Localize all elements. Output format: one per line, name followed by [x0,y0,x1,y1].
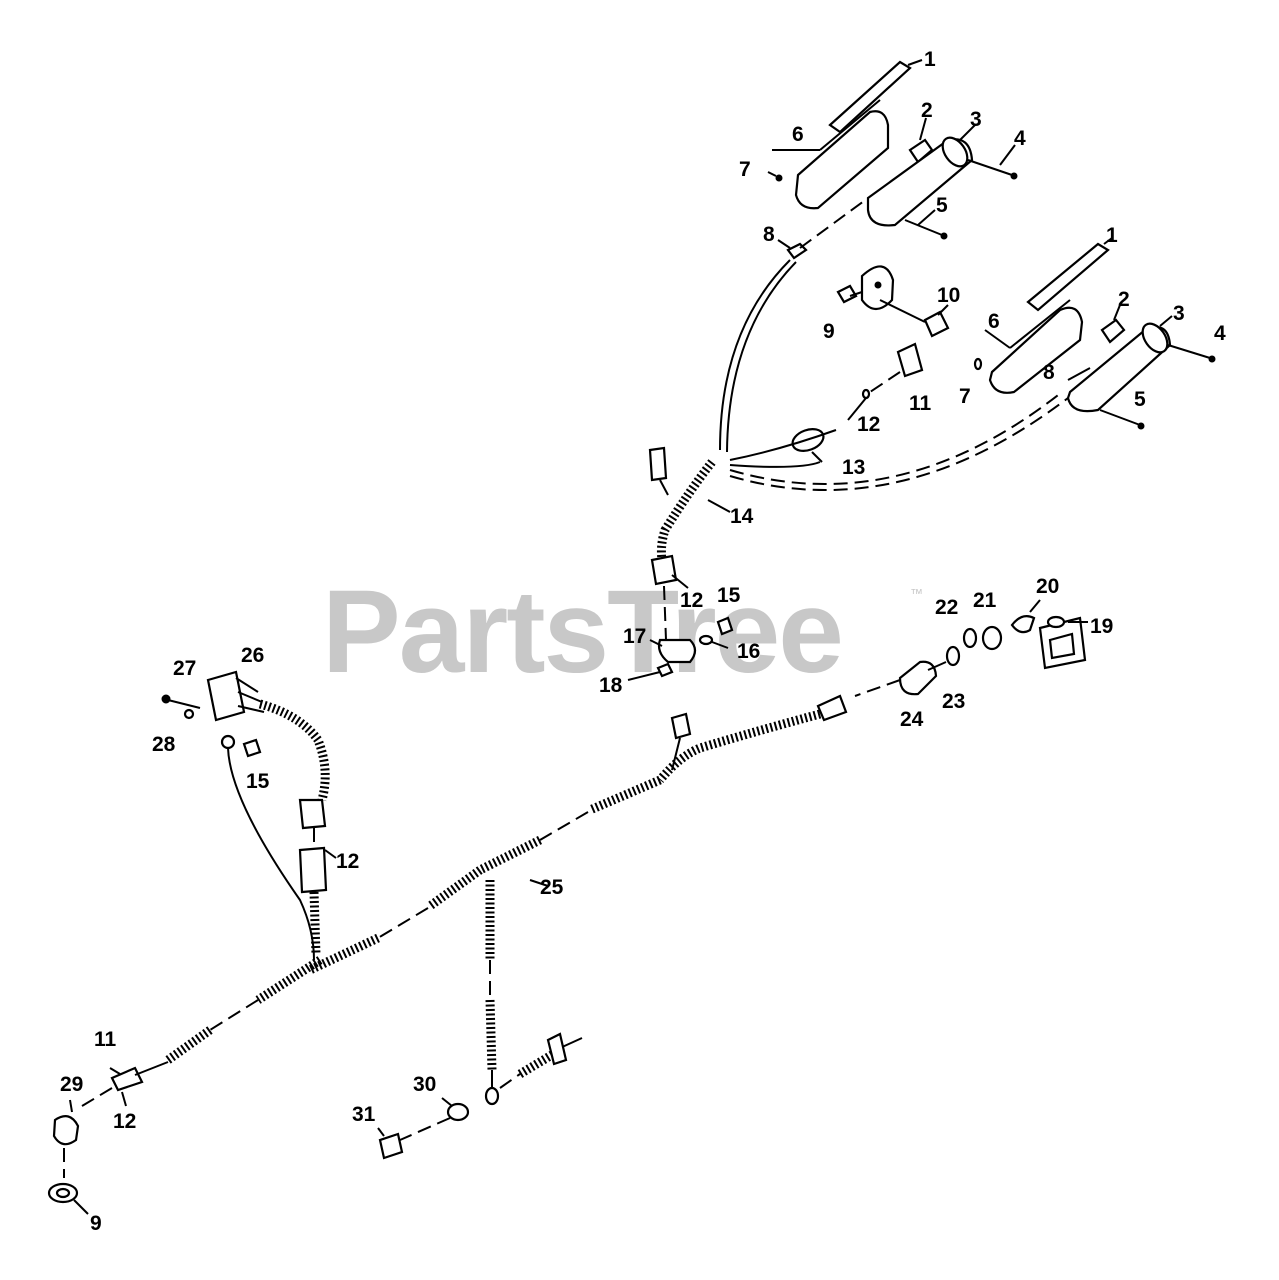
callout-5b: 5 [1134,388,1146,411]
callout-8a: 8 [763,223,775,246]
nut-part-15b [242,738,262,758]
connector-part-11a [896,342,924,378]
ring-terminal [484,1086,500,1106]
callout-19: 19 [1090,615,1113,638]
callout-11a: 11 [909,392,932,415]
callout-24: 24 [900,708,924,731]
connector-part-12c [298,798,327,830]
callout-20: 20 [1036,575,1059,598]
callout-31: 31 [352,1103,376,1126]
nut-part-31 [378,1132,404,1160]
callout-11b: 11 [94,1028,117,1051]
callout-23: 23 [942,690,965,713]
callout-6b: 6 [988,310,1000,333]
callout-15b: 15 [246,770,270,793]
callout-9a: 9 [823,320,835,343]
spark-plug [546,1032,568,1066]
upper-harness [648,259,1069,641]
main-harness [165,694,848,1106]
handle-bracket-part-6b [988,306,1084,394]
callout-25: 25 [540,876,564,899]
sensor-part-24 [898,660,938,696]
nut-part-15a [716,616,734,636]
callout-22: 22 [935,596,958,619]
connector-part-11b [110,1066,144,1092]
callout-12c: 12 [336,850,359,873]
callout-28: 28 [152,733,176,756]
callout-8b: 8 [1043,361,1055,384]
callout-3a: 3 [970,108,982,131]
callout-5a: 5 [936,194,948,217]
callout-4b: 4 [1214,322,1226,345]
callout-27: 27 [173,657,196,680]
callout-2a: 2 [921,99,933,122]
washer-part-30 [446,1102,470,1122]
switch-part-10 [923,310,950,338]
handle-assembly-lower [973,237,1216,430]
clip-part-2b [1100,318,1126,344]
callout-30: 30 [413,1073,436,1096]
callout-26: 26 [241,644,264,667]
callout-13: 13 [842,456,865,479]
handle-bracket-part-6a [794,110,890,210]
callout-10: 10 [937,284,960,307]
callout-9b: 9 [90,1212,102,1235]
ring-part-23 [945,645,961,667]
callout-4a: 4 [1014,127,1026,150]
washer-part-16 [698,634,714,646]
trim-strip-part-1a [828,60,912,134]
callout-12b: 12 [680,589,703,612]
module-part-26 [206,670,246,722]
callout-2b: 2 [1118,288,1130,311]
coil-assembly [161,670,337,961]
callout-7a: 7 [739,158,751,181]
callout-16: 16 [737,640,760,663]
switch-part-29 [52,1115,80,1146]
connector-top [648,446,668,482]
harness-connector-right [816,694,848,722]
callout-17: 17 [623,625,646,648]
ring-part-22 [962,627,978,649]
callout-18: 18 [599,674,623,697]
callout-14: 14 [730,505,754,528]
switch-plate-assembly [791,265,950,463]
callout-labels: 1 2 3 4 5 6 7 8 1 2 3 4 5 6 7 8 9 10 11 … [60,48,1226,1235]
ring-part-21 [981,625,1003,651]
callout-7b: 7 [959,385,971,408]
callout-1a: 1 [924,48,936,71]
trim-strip-part-1b [1026,242,1110,312]
bottom-center-parts [377,1032,583,1160]
bottom-left-parts [47,1061,169,1215]
callout-12d: 12 [113,1110,136,1133]
sensor-assembly [854,599,1088,697]
callout-12a: 12 [857,413,880,436]
bracket-assembly [627,616,734,681]
callout-6a: 6 [792,123,804,146]
watermark-text: PartsTree [322,566,842,698]
handle-assembly-upper [767,59,1018,260]
bracket-part-17 [657,638,697,664]
watermark-trademark: ™ [910,586,923,601]
callout-21: 21 [973,589,997,612]
callout-3b: 3 [1173,302,1185,325]
clip-part-2a [908,138,934,164]
callout-29: 29 [60,1073,83,1096]
callout-1b: 1 [1106,224,1118,247]
gasket-part-20 [1010,615,1036,634]
connector-part-12b [650,554,678,586]
callout-15a: 15 [717,584,741,607]
